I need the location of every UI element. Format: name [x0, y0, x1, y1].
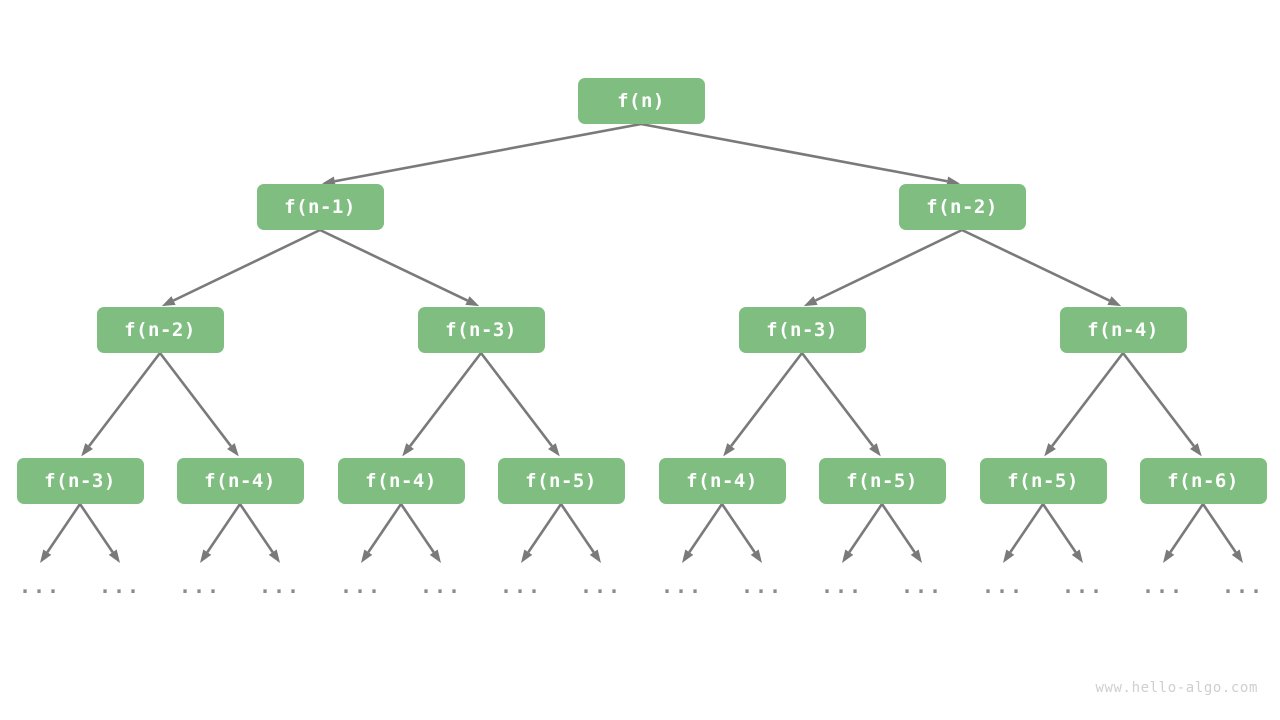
leaf-stub-4 — [361, 503, 403, 563]
leaf-stub-11 — [880, 503, 922, 563]
edge-n6-n14 — [1121, 352, 1202, 457]
edge-n6-n13 — [1044, 352, 1125, 457]
tree-node-label: f(n-4) — [365, 470, 437, 492]
ellipsis-marker-12: ... — [981, 574, 1025, 598]
watermark-label: www.hello-algo.com — [1095, 680, 1258, 696]
leaf-stub-13 — [1041, 503, 1083, 563]
tree-node-n4: f(n-3) — [417, 307, 545, 353]
edge-n2-n6 — [961, 228, 1122, 307]
leaf-stub-1 — [78, 503, 120, 563]
edge-n5-n11 — [723, 352, 804, 457]
tree-node-n9: f(n-4) — [337, 458, 465, 504]
ellipsis-marker-8: ... — [660, 574, 704, 598]
ellipsis-marker-2: ... — [178, 574, 222, 598]
leaf-stub-14 — [1163, 503, 1205, 563]
tree-node-n14: f(n-6) — [1139, 458, 1267, 504]
leaf-stub-2 — [200, 503, 242, 563]
ellipsis-marker-6: ... — [499, 574, 543, 598]
ellipsis-marker-4: ... — [339, 574, 383, 598]
tree-node-label: f(n) — [617, 90, 665, 112]
ellipsis-marker-15: ... — [1221, 574, 1265, 598]
edge-n5-n12 — [800, 352, 881, 457]
tree-node-label: f(n-3) — [445, 319, 517, 341]
leaf-stub-10 — [842, 503, 884, 563]
tree-node-label: f(n-4) — [1087, 319, 1159, 341]
leaf-stub-6 — [521, 503, 563, 563]
tree-node-n13: f(n-5) — [979, 458, 1107, 504]
tree-node-n11: f(n-4) — [658, 458, 786, 504]
leaf-stub-3 — [238, 503, 280, 563]
ellipsis-marker-5: ... — [419, 574, 463, 598]
tree-node-n3: f(n-2) — [96, 307, 224, 353]
tree-node-n2: f(n-2) — [898, 184, 1026, 230]
edge-n3-n8 — [158, 352, 239, 457]
tree-node-label: f(n-5) — [846, 470, 918, 492]
ellipsis-marker-3: ... — [258, 574, 302, 598]
tree-node-label: f(n-4) — [204, 470, 276, 492]
edge-n4-n9 — [402, 352, 483, 457]
ellipsis-marker-1: ... — [98, 574, 142, 598]
edge-n1-n3 — [161, 228, 321, 307]
tree-node-n12: f(n-5) — [818, 458, 946, 504]
leaf-stub-15 — [1201, 503, 1243, 563]
edge-n3-n7 — [81, 352, 162, 457]
tree-node-n8: f(n-4) — [176, 458, 304, 504]
ellipsis-marker-14: ... — [1141, 574, 1185, 598]
leaf-stub-5 — [399, 503, 441, 563]
tree-node-n6: f(n-4) — [1059, 307, 1187, 353]
tree-node-n10: f(n-5) — [497, 458, 625, 504]
tree-node-label: f(n-3) — [44, 470, 116, 492]
leaf-stub-9 — [720, 503, 762, 563]
tree-node-label: f(n-4) — [686, 470, 758, 492]
ellipsis-marker-13: ... — [1061, 574, 1105, 598]
leaf-stub-7 — [559, 503, 601, 563]
edge-n0-n2 — [640, 122, 961, 186]
leaf-stub-12 — [1003, 503, 1045, 563]
leaf-stub-8 — [682, 503, 724, 563]
edge-n2-n5 — [803, 228, 963, 307]
ellipsis-marker-0: ... — [18, 574, 62, 598]
tree-node-label: f(n-1) — [284, 196, 356, 218]
tree-node-label: f(n-2) — [124, 319, 196, 341]
tree-node-label: f(n-3) — [766, 319, 838, 341]
tree-node-n0: f(n) — [577, 78, 705, 124]
edge-n0-n1 — [321, 122, 642, 186]
tree-node-label: f(n-5) — [1007, 470, 1079, 492]
tree-node-label: f(n-5) — [525, 470, 597, 492]
tree-node-label: f(n-6) — [1167, 470, 1239, 492]
edge-n4-n10 — [479, 352, 560, 457]
ellipsis-marker-10: ... — [820, 574, 864, 598]
ellipsis-marker-9: ... — [740, 574, 784, 598]
tree-node-n1: f(n-1) — [256, 184, 384, 230]
ellipsis-marker-11: ... — [900, 574, 944, 598]
tree-node-label: f(n-2) — [926, 196, 998, 218]
leaf-stub-0 — [40, 503, 82, 563]
edge-n1-n4 — [319, 228, 480, 307]
ellipsis-marker-7: ... — [579, 574, 623, 598]
tree-node-n5: f(n-3) — [738, 307, 866, 353]
tree-node-n7: f(n-3) — [16, 458, 144, 504]
